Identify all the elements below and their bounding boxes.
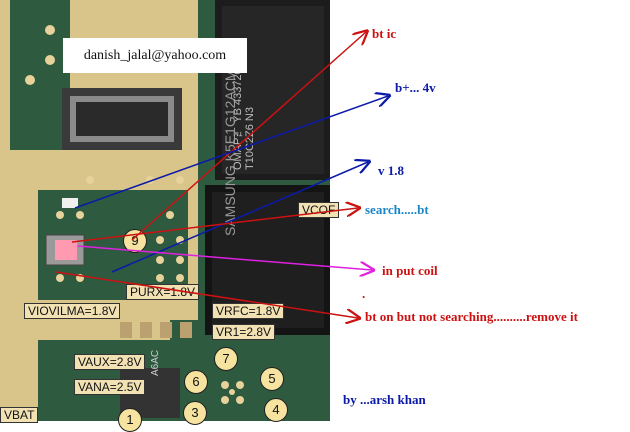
vana-label: VANA=2.5V bbox=[74, 379, 146, 395]
purx-label: PURX=1.8V bbox=[126, 284, 200, 300]
vrfc-label: VRFC=1.8V bbox=[212, 303, 285, 319]
arrow-bt-ic bbox=[131, 32, 366, 241]
annotation-search: search.....bt bbox=[365, 202, 429, 217]
author-credit: by ...arsh khan bbox=[343, 392, 426, 407]
arrow-v18 bbox=[111, 162, 368, 273]
annotation-dot: . bbox=[362, 286, 366, 301]
arrow-bplus bbox=[74, 96, 388, 209]
arrow-bt-on bbox=[55, 271, 358, 318]
test-point-7: 7 bbox=[214, 347, 238, 371]
test-point-3: 3 bbox=[183, 401, 207, 425]
test-point-5: 5 bbox=[260, 367, 284, 391]
arrow-input-coil bbox=[77, 245, 372, 270]
annotation-bt-on: bt on but not searching..........remove … bbox=[365, 309, 578, 324]
test-point-6: 6 bbox=[184, 370, 208, 394]
annotation-bplus: b+... 4v bbox=[395, 80, 436, 95]
arrow-search bbox=[71, 208, 358, 243]
test-point-4: 4 bbox=[264, 398, 288, 422]
vbat-label: VBAT bbox=[0, 407, 39, 423]
annotation-input-coil: in put coil bbox=[382, 263, 438, 278]
test-point-9: 9 bbox=[123, 229, 147, 253]
annotation-v18: v 1.8 bbox=[378, 163, 404, 178]
annotation-arrows bbox=[55, 0, 630, 421]
annotation-bt-ic: bt ic bbox=[372, 26, 397, 41]
viovilma-label: VIOVILMA=1.8V bbox=[24, 303, 121, 319]
email-label: danish_jalal@yahoo.com bbox=[63, 38, 247, 73]
vr1-label: VR1=2.8V bbox=[212, 324, 276, 340]
vaux-label: VAUX=2.8V bbox=[74, 354, 146, 370]
